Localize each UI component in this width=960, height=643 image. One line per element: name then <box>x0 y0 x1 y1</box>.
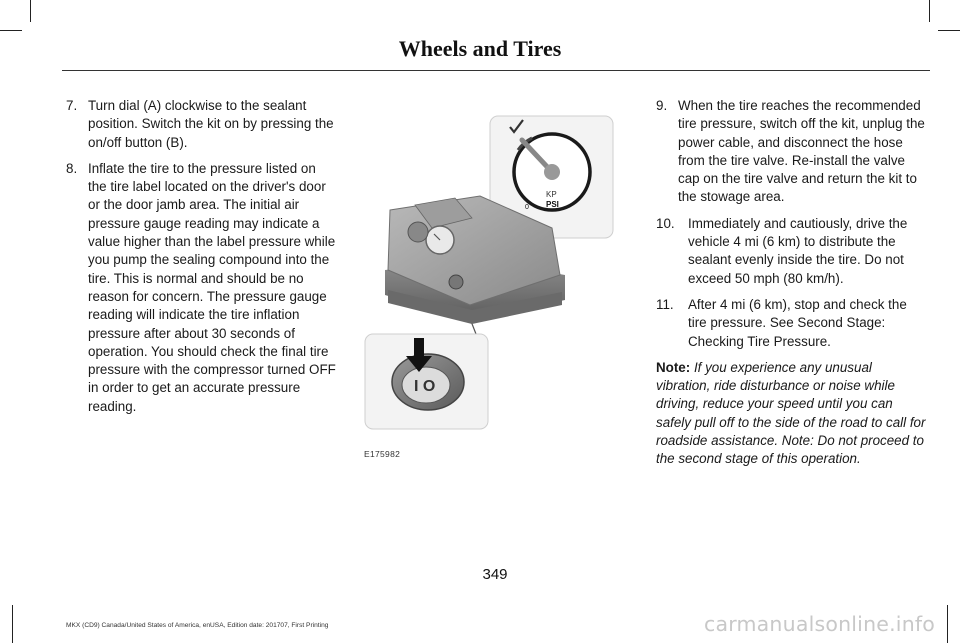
step-item: 11. After 4 mi (6 km), stop and check th… <box>656 296 928 351</box>
note-paragraph: Note: If you experience any unusual vibr… <box>656 359 928 469</box>
on-off-button-face <box>401 366 451 404</box>
press-down-arrow-icon <box>406 338 432 372</box>
step-number: 7. <box>66 98 78 113</box>
gauge-unit-kp: KP <box>546 190 557 199</box>
page-number: 349 <box>482 566 508 583</box>
gauge-zero-label: 0 <box>525 204 529 211</box>
gauge-unit-psi: PSI <box>546 200 559 209</box>
note-label: Note: <box>656 359 691 375</box>
on-off-glyph: I O <box>414 378 435 395</box>
left-column: 7. Turn dial (A) clockwise to the sealan… <box>66 97 336 424</box>
step-text: When the tire reaches the recommended ti… <box>678 98 925 205</box>
header-divider <box>62 70 930 71</box>
crop-mark <box>929 0 930 22</box>
step-item: 9. When the tire reaches the recommended… <box>656 97 928 207</box>
crop-mark <box>0 30 22 31</box>
checkmark-icon <box>509 119 524 134</box>
step-text: After 4 mi (6 km), stop and check the ti… <box>688 296 907 349</box>
step-text: Inflate the tire to the pressure listed … <box>88 160 336 414</box>
page-title: Wheels and Tires <box>398 36 562 61</box>
gauge-hub <box>544 164 560 180</box>
footer-edition-text: MKX (CD9) Canada/United States of Americ… <box>66 622 329 629</box>
right-column: 9. When the tire reaches the recommended… <box>656 97 928 469</box>
step-text: Turn dial (A) clockwise to the sealant p… <box>88 98 334 150</box>
compressor-base-edge <box>388 290 562 324</box>
power-button-icon <box>448 274 464 290</box>
watermark: carmanualsonline.info <box>704 612 936 636</box>
tire-kit-illustration: KP PSI 0 I O <box>364 115 614 430</box>
step-number: 9. <box>656 98 668 113</box>
step-number: 8. <box>66 160 78 176</box>
step-number: 11. <box>656 296 674 312</box>
step-list: 7. Turn dial (A) clockwise to the sealan… <box>66 97 336 416</box>
step-list: 9. When the tire reaches the recommended… <box>656 97 928 351</box>
compressor-handle-recess <box>414 197 473 229</box>
crop-mark <box>938 30 960 31</box>
step-item: 10. Immediately and cautiously, drive th… <box>656 215 928 288</box>
step-item: 7. Turn dial (A) clockwise to the sealan… <box>66 97 336 152</box>
tire-kit-figure: KP PSI 0 I O <box>360 110 630 465</box>
step-number: 10. <box>656 215 675 231</box>
compressor-gauge-needle <box>433 233 441 241</box>
step-item: 8. Inflate the tire to the pressure list… <box>66 160 336 416</box>
crop-mark <box>30 0 31 22</box>
figure-code: E175982 <box>364 449 401 459</box>
selector-dial-icon <box>407 221 429 243</box>
crop-mark <box>947 605 948 643</box>
crop-mark <box>12 605 13 643</box>
step-text: Immediately and cautiously, drive the ve… <box>688 215 908 286</box>
note-text: If you experience any unusual vibration,… <box>656 359 926 467</box>
